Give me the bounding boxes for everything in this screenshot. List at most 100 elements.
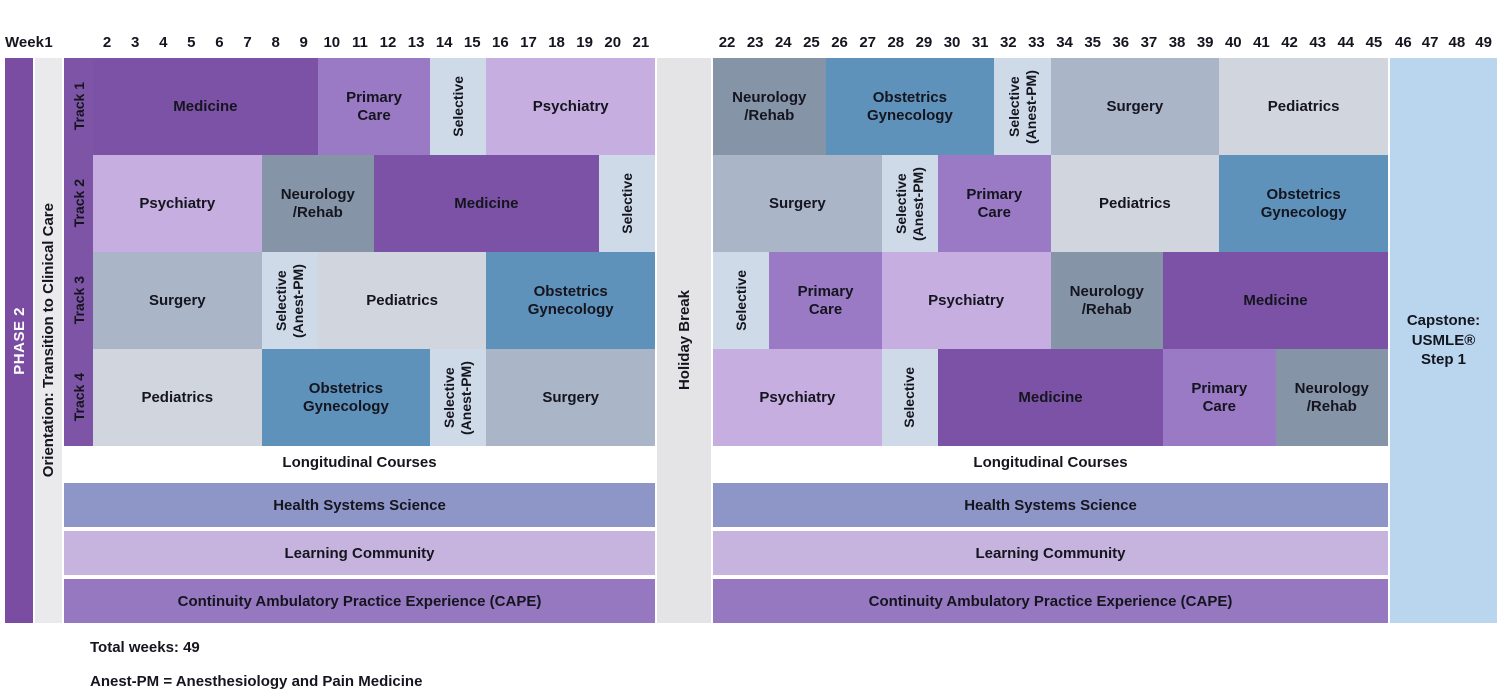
longitudinal-band-longitudinal-courses: Longitudinal Courses — [64, 446, 655, 479]
rotation-label: Primary Care — [346, 89, 402, 124]
week-number-41: 41 — [1253, 34, 1270, 51]
rotation-block-primary-care: Primary Care — [1163, 349, 1276, 446]
rotation-label: Obstetrics Gynecology — [1260, 186, 1347, 221]
longitudinal-band-learning-community: Learning Community — [64, 531, 655, 575]
rotation-block-obstetrics-gynecology: Obstetrics Gynecology — [486, 252, 655, 349]
rotation-block-selective-anest-pm: Selective (Anest-PM) — [994, 58, 1051, 155]
rotation-label: Psychiatry — [532, 97, 609, 115]
week-number-24: 24 — [774, 34, 792, 51]
rotation-block-pediatrics: Pediatrics — [93, 349, 262, 446]
track-label-text: Track 4 — [70, 373, 87, 422]
rotation-block-surgery: Surgery — [93, 252, 262, 349]
rotation-label: Neurology /Rehab — [1294, 380, 1369, 415]
rotation-block-surgery: Surgery — [486, 349, 655, 446]
week-number-23: 23 — [746, 34, 764, 51]
rotation-label: Selective (Anest-PM) — [1005, 69, 1039, 144]
rotation-block-psychiatry: Psychiatry — [93, 155, 262, 252]
week-number-30: 30 — [943, 34, 961, 51]
rotation-block-primary-care: Primary Care — [317, 58, 431, 155]
week-number-31: 31 — [971, 34, 989, 51]
rotation-block-neurology-rehab: Neurology /Rehab — [261, 155, 374, 252]
week-number-18: 18 — [548, 34, 565, 51]
capstone-label: Capstone: USMLE® Step 1 — [1406, 312, 1481, 369]
longitudinal-band-label: Learning Community — [284, 544, 435, 562]
week-number-38: 38 — [1168, 34, 1186, 51]
week-number-39: 39 — [1196, 34, 1214, 51]
capstone-block: Capstone: USMLE® Step 1 — [1390, 58, 1497, 623]
longitudinal-band-continuity-ambulatory-practice-experience-cape: Continuity Ambulatory Practice Experienc… — [713, 579, 1388, 623]
week-number-44: 44 — [1337, 34, 1355, 51]
week-number-orientation: 1 — [44, 34, 53, 51]
rotation-label: Medicine — [1243, 291, 1308, 309]
week-number-16: 16 — [492, 34, 509, 51]
longitudinal-band-longitudinal-courses: Longitudinal Courses — [713, 446, 1388, 479]
rotation-block-selective-anest-pm: Selective (Anest-PM) — [261, 252, 318, 349]
week-number-45: 45 — [1365, 34, 1383, 51]
second-half-blocks-track-1: Neurology /Rehab Obstetrics Gynecology Sel… — [713, 58, 1388, 155]
longitudinal-band-continuity-ambulatory-practice-experience-cape: Continuity Ambulatory Practice Experienc… — [64, 579, 655, 623]
longitudinal-band-learning-community: Learning Community — [713, 531, 1388, 575]
rotation-label: Medicine — [173, 97, 238, 115]
week-number-19: 19 — [576, 34, 593, 51]
rotation-block-selective-anest-pm: Selective (Anest-PM) — [430, 349, 487, 446]
rotation-block-surgery: Surgery — [713, 155, 882, 252]
week-number-14: 14 — [435, 34, 453, 51]
track-label-text: Track 3 — [70, 276, 87, 325]
week-number-6: 6 — [215, 34, 224, 51]
week-number-25: 25 — [803, 34, 820, 51]
week-number-32: 32 — [999, 34, 1017, 51]
rotation-label: Medicine — [1018, 388, 1083, 406]
longitudinal-band-label: Longitudinal Courses — [973, 454, 1128, 471]
rotation-block-neurology-rehab: Neurology /Rehab — [713, 58, 826, 155]
rotation-block-selective: Selective — [430, 58, 487, 155]
week-number-48: 48 — [1448, 34, 1466, 51]
rotation-label: Pediatrics — [1267, 97, 1340, 115]
rotation-block-primary-care: Primary Care — [938, 155, 1051, 252]
week-number-46: 46 — [1395, 34, 1412, 51]
rotation-block-obstetrics-gynecology: Obstetrics Gynecology — [1219, 155, 1388, 252]
rotation-block-pediatrics: Pediatrics — [1219, 58, 1388, 155]
week-number-11: 11 — [351, 34, 368, 51]
first-half-blocks-track-3: Surgery Selective (Anest-PM)Pediatrics Obs… — [93, 252, 655, 349]
rotation-label: Neurology /Rehab — [280, 186, 355, 221]
track-row-track-3: Track 3 Surgery Selective (Anest-PM)Pediat… — [64, 252, 655, 349]
rotation-label: Surgery — [769, 194, 826, 212]
week-number-43: 43 — [1309, 34, 1327, 51]
rotation-label: Surgery — [148, 291, 206, 309]
week-number-27: 27 — [859, 34, 877, 51]
rotation-block-pediatrics: Pediatrics — [317, 252, 487, 349]
rotation-block-selective: Selective — [598, 155, 655, 252]
rotation-label: Selective — [901, 367, 918, 428]
week-number-33: 33 — [1028, 34, 1045, 51]
longitudinal-band-label: Learning Community — [975, 544, 1126, 562]
longitudinal-band-label: Continuity Ambulatory Practice Experienc… — [177, 592, 542, 610]
rotation-block-selective-anest-pm: Selective (Anest-PM) — [881, 155, 938, 252]
rotation-label: Selective (Anest-PM) — [441, 360, 475, 435]
rotation-label: Selective — [618, 173, 635, 234]
week-axis-label: Week — [5, 34, 44, 51]
schedule-body: PHASE 2 Orientation: Transition to Clini… — [5, 58, 1500, 623]
week-number-35: 35 — [1084, 34, 1102, 51]
longitudinal-band-health-systems-science: Health Systems Science — [64, 483, 655, 527]
rotation-block-surgery: Surgery — [1050, 58, 1220, 155]
week-number-40: 40 — [1224, 34, 1242, 51]
track-label-track-4: Track 4 — [64, 349, 93, 446]
orientation-bar: Orientation: Transition to Clinical Care — [35, 58, 62, 623]
week-number-29: 29 — [915, 34, 933, 51]
rotation-label: Primary Care — [1191, 380, 1248, 415]
rotation-label: Psychiatry — [928, 291, 1005, 309]
rotation-label: Neurology /Rehab — [1069, 283, 1144, 318]
rotation-label: Obstetrics Gynecology — [527, 283, 614, 318]
rotation-block-selective: Selective — [713, 252, 770, 349]
rotation-label: Obstetrics Gynecology — [866, 89, 953, 124]
rotation-label: Psychiatry — [139, 194, 216, 212]
